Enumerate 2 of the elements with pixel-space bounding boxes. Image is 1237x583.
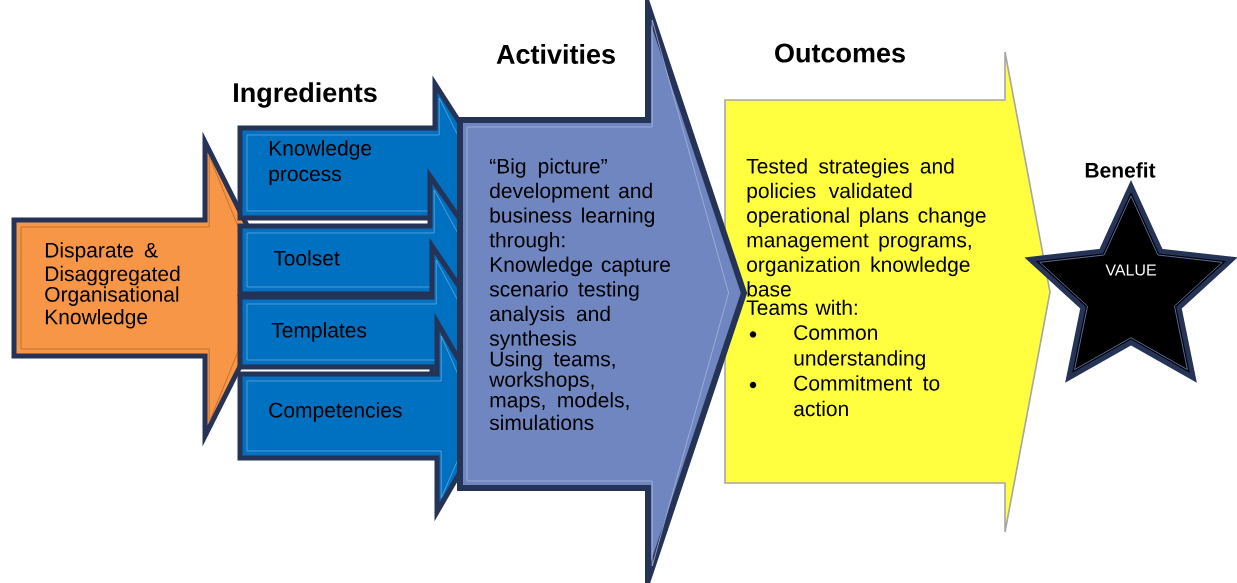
heading: Ingredients: [234, 82, 377, 108]
node-label: Benefit: [1085, 162, 1156, 178]
